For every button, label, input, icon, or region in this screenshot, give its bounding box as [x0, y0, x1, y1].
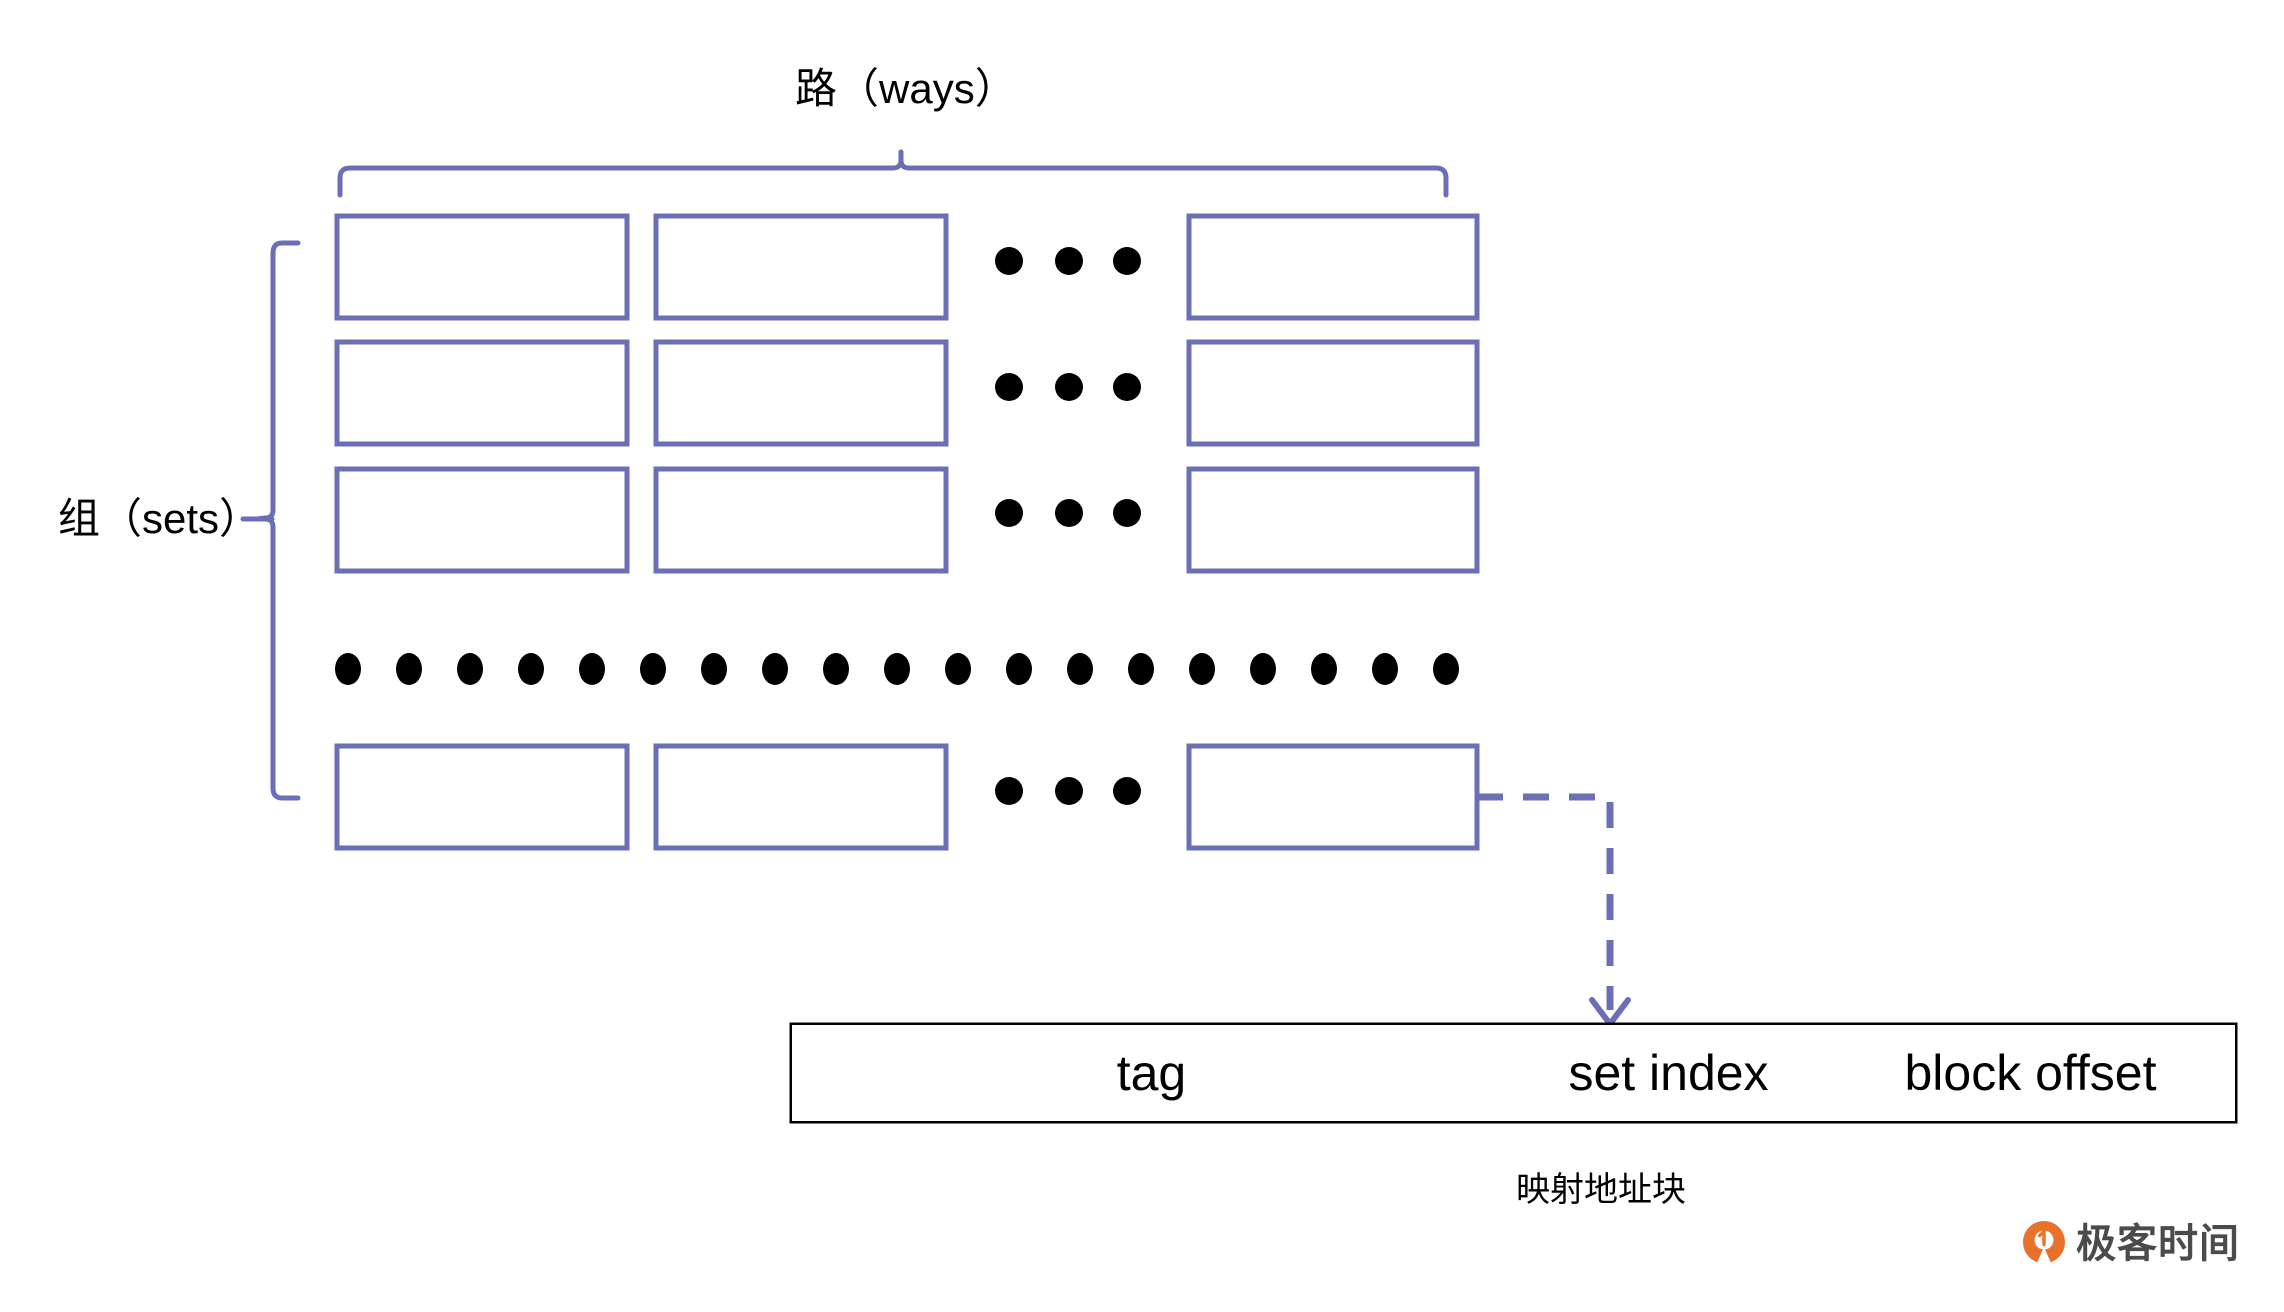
watermark: 极客时间	[2022, 1220, 2240, 1268]
cache-cell-r1c2[interactable]	[653, 213, 949, 321]
sets-label: 组（sets）	[58, 495, 262, 542]
row-ellipsis-3	[995, 499, 1141, 527]
address-field-tag[interactable]: tag	[792, 1025, 1511, 1121]
cache-cell-r2c2[interactable]	[653, 339, 949, 447]
cache-cell-r1c3[interactable]	[1186, 213, 1480, 321]
address-field-set-index[interactable]: set index	[1511, 1025, 1826, 1121]
geektime-pin-icon	[2023, 1221, 2065, 1263]
row-ellipsis-2	[995, 373, 1141, 401]
cache-cell-r2c3[interactable]	[1186, 339, 1480, 447]
cache-cell-r4c3[interactable]	[1186, 743, 1480, 851]
cache-cell-r1c1[interactable]	[334, 213, 630, 321]
cache-cell-r4c1[interactable]	[334, 743, 630, 851]
row-ellipsis-1	[995, 247, 1141, 275]
watermark-text: 极客时间	[2076, 1222, 2240, 1266]
cache-row-2	[334, 339, 1480, 447]
row-ellipsis-4	[995, 777, 1141, 805]
cache-cell-r3c2[interactable]	[653, 466, 949, 574]
ways-label: 路（ways）	[795, 65, 1017, 112]
cache-cell-r2c1[interactable]	[334, 339, 630, 447]
cache-cell-r3c1[interactable]	[334, 466, 630, 574]
cache-row-1	[334, 213, 1480, 321]
address-field-block-offset[interactable]: block offset	[1826, 1025, 2235, 1121]
cache-row-last	[334, 743, 1480, 851]
cache-cell-r3c3[interactable]	[1186, 466, 1480, 574]
address-block-caption: 映射地址块	[1516, 1171, 1686, 1209]
sets-vertical-ellipsis	[335, 653, 1459, 685]
cache-cell-r4c2[interactable]	[653, 743, 949, 851]
cache-row-3	[334, 466, 1480, 574]
sets-brace	[240, 240, 301, 801]
set-index-mapping-arrow	[1477, 793, 1631, 1027]
ways-brace	[337, 149, 1449, 198]
